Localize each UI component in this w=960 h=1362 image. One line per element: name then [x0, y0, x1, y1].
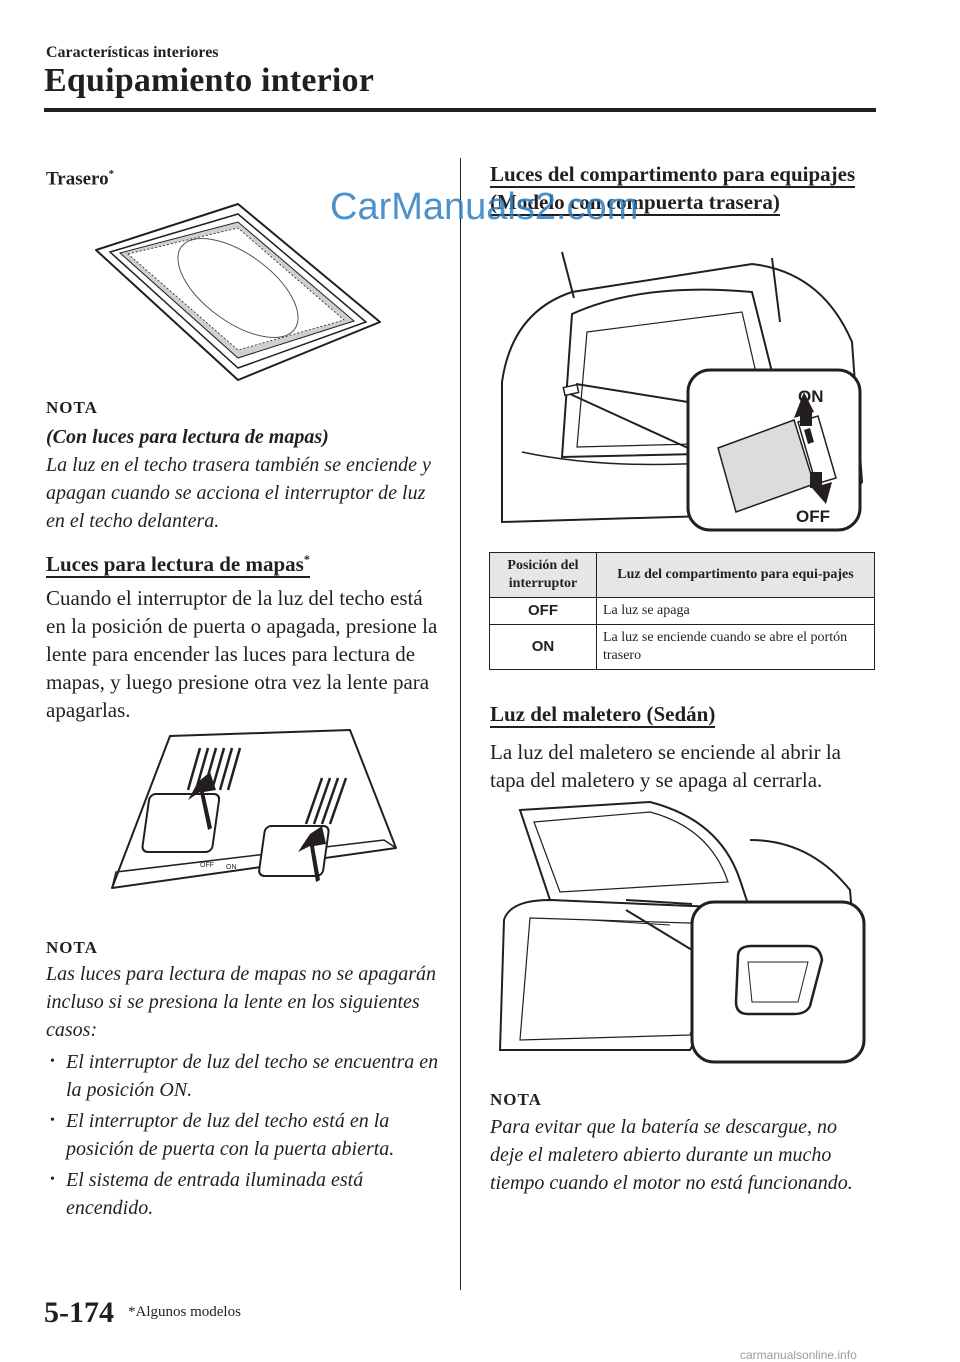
optional-mark: *	[108, 168, 115, 180]
page-number: 5-174	[44, 1296, 114, 1329]
trunk-light-paragraph: La luz del maletero se enciende al abrir…	[490, 740, 841, 792]
map-switch-off-label: OFF	[200, 862, 214, 869]
page-title: Equipamiento interior	[44, 62, 375, 99]
table-row: OFF La luz se apaga	[489, 597, 875, 625]
list-item: El interruptor de luz del techo se encue…	[46, 1048, 452, 1104]
title-divider	[44, 108, 876, 112]
cargo-light-illustration: ON OFF	[501, 251, 864, 532]
section-label: Características interiores	[46, 44, 219, 61]
cargo-light-heading: Luces del compartimento para equipajes (…	[490, 160, 870, 216]
map-light-paragraph: Cuando el interruptor de la luz del tech…	[46, 586, 438, 722]
rear-light-heading-text: Trasero	[46, 168, 109, 190]
note-label: NOTA	[46, 398, 98, 417]
switch-position-table: Posición del interruptor Luz del compart…	[489, 552, 875, 670]
column-divider	[460, 158, 461, 1290]
trunk-light-heading: Luz del maletero (Sedán)	[490, 700, 716, 728]
switch-on-cell: ON	[489, 624, 597, 670]
cargo-light-heading-text: Luces del compartimento para equipajes (…	[490, 162, 856, 216]
map-light-illustration: OFF ON	[111, 729, 397, 889]
note-label: NOTA	[490, 1090, 542, 1109]
optional-mark: *	[303, 552, 310, 566]
note-text: Las luces para lectura de mapas no se ap…	[46, 963, 436, 1041]
rear-light-heading: Trasero*	[46, 168, 114, 190]
table-header: Luz del compartimento para equi-pajes	[596, 552, 875, 598]
trunk-light-heading-text: Luz del maletero (Sedán)	[490, 702, 716, 728]
switch-off-cell: OFF	[489, 597, 597, 625]
cargo-off-label: OFF	[796, 507, 830, 526]
table-cell: La luz se apaga	[596, 597, 875, 625]
footnote: *Algunos modelos	[128, 1304, 241, 1320]
map-light-heading-text: Luces para lectura de mapas	[46, 552, 304, 578]
map-light-heading: Luces para lectura de mapas*	[46, 545, 310, 578]
table-row: ON La luz se enciende cuando se abre el …	[489, 624, 875, 670]
list-item: El sistema de entrada iluminada está enc…	[46, 1166, 452, 1222]
site-watermark: carmanualsonline.info	[740, 1348, 857, 1362]
cargo-on-label: ON	[798, 387, 824, 406]
watermark-logo: CarManuals2.com	[330, 186, 639, 228]
table-header: Posición del interruptor	[489, 552, 597, 598]
rear-dome-light-illustration	[95, 203, 381, 381]
note-bullet-list: El interruptor de luz del techo se encue…	[46, 1048, 452, 1225]
trunk-light-illustration	[498, 800, 866, 1064]
note-subtitle: (Con luces para lectura de mapas)	[46, 426, 329, 448]
note-text: La luz en el techo trasera también se en…	[46, 454, 431, 532]
list-item: El interruptor de luz del techo está en …	[46, 1107, 452, 1163]
note-label: NOTA	[46, 938, 98, 957]
map-switch-on-label: ON	[226, 864, 237, 871]
table-header-row: Posición del interruptor Luz del compart…	[489, 552, 875, 598]
note-text: Para evitar que la batería se descargue,…	[490, 1116, 853, 1194]
table-cell: La luz se enciende cuando se abre el por…	[596, 624, 875, 670]
